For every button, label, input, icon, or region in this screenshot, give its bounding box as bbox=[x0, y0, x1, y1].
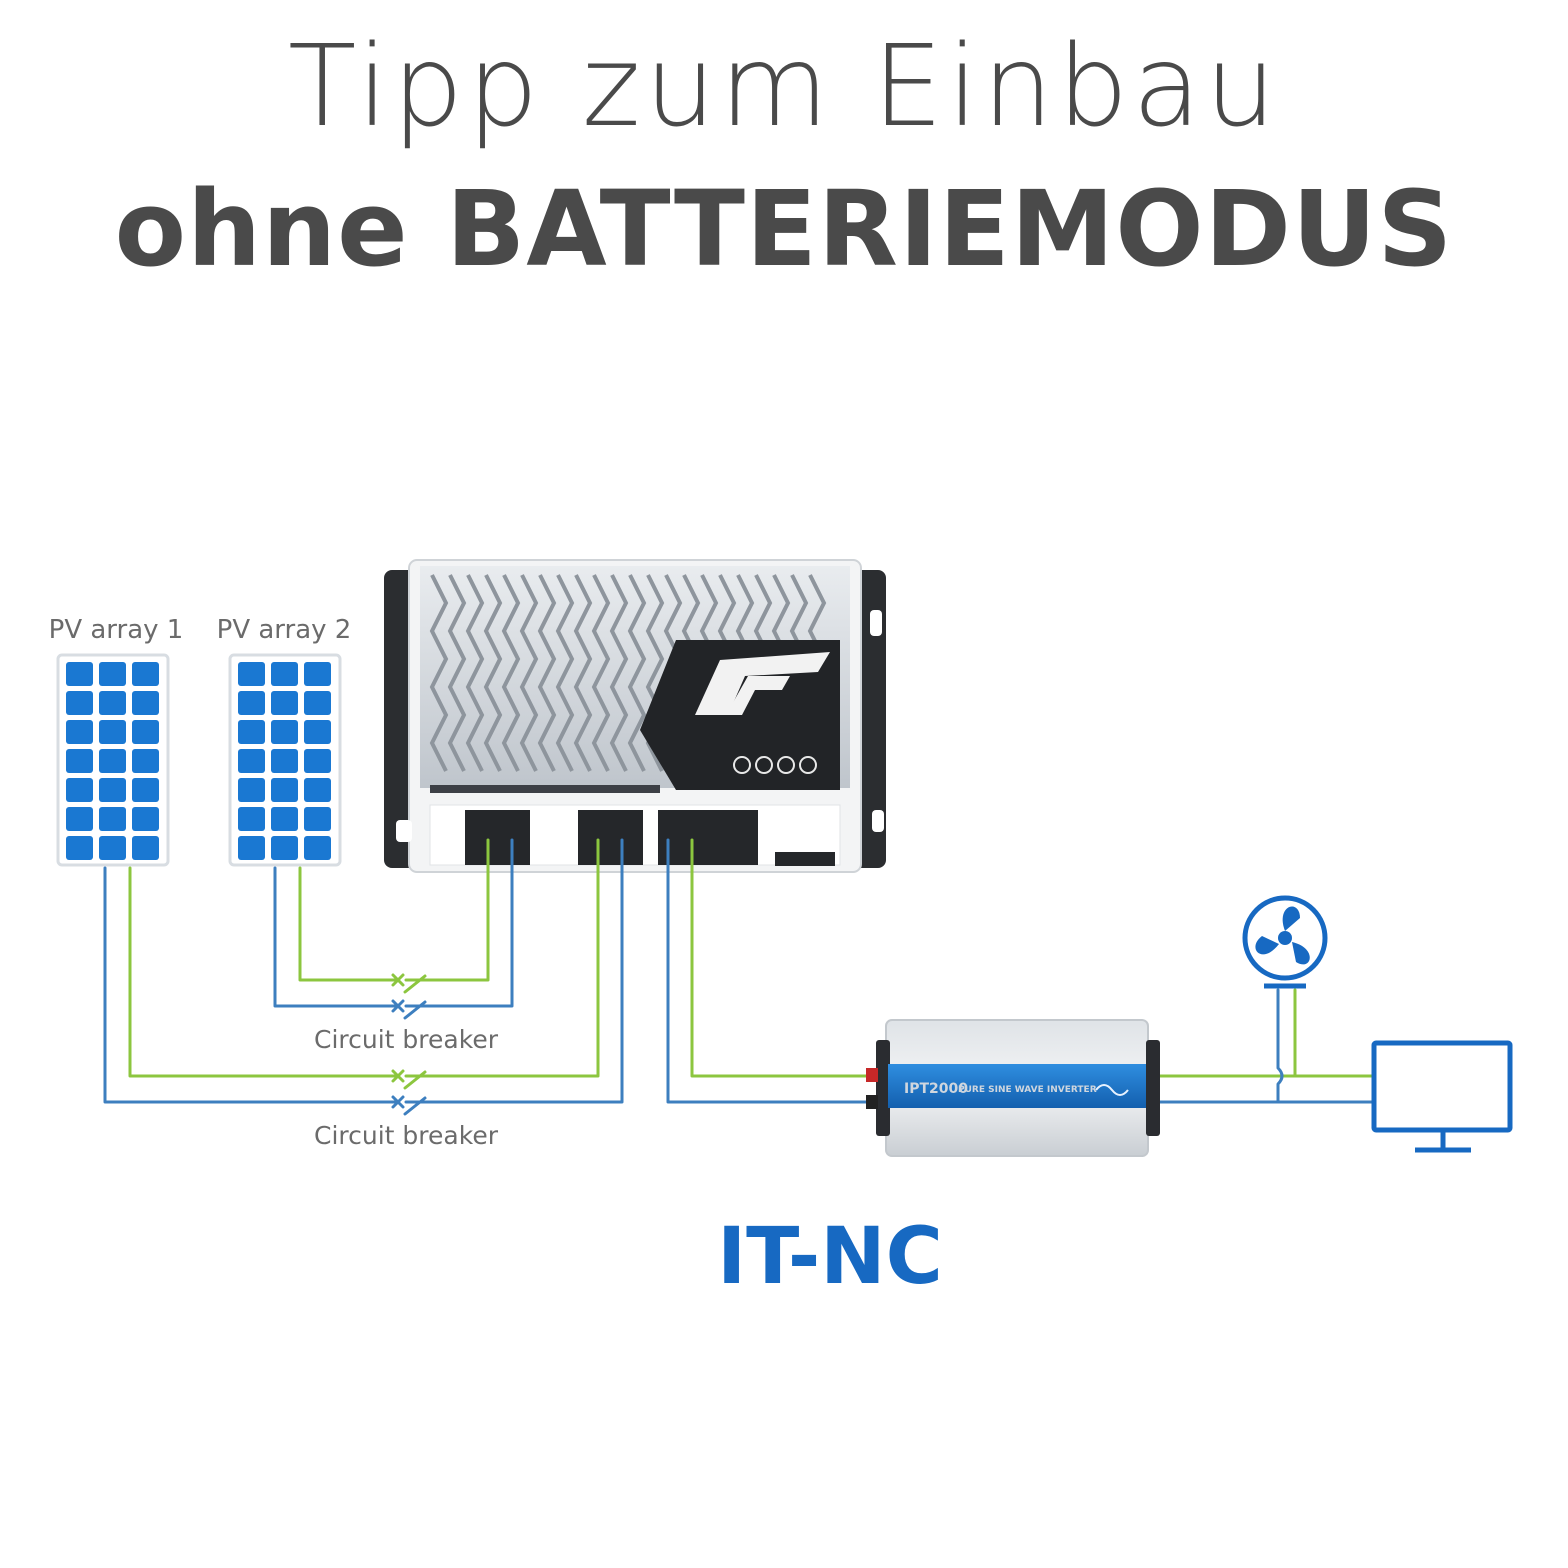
pv-cell bbox=[304, 691, 331, 715]
pv-cell bbox=[238, 749, 265, 773]
mode-label: IT-NC bbox=[717, 1212, 943, 1302]
pv-cell bbox=[238, 662, 265, 686]
title-line-2: ohne BATTERIEMODUS bbox=[0, 168, 1568, 290]
pv-cell bbox=[132, 749, 159, 773]
heatsink-fin bbox=[627, 574, 647, 772]
heatsink-fin bbox=[429, 574, 449, 772]
pv-cell bbox=[238, 778, 265, 802]
heatsink-fin bbox=[537, 574, 557, 772]
monitor-icon bbox=[1371, 1040, 1513, 1153]
pv-cell bbox=[271, 807, 298, 831]
pv-cell bbox=[271, 662, 298, 686]
heatsink-fin bbox=[465, 574, 485, 772]
circuit-breaker-1 bbox=[391, 973, 427, 1020]
pv-cell bbox=[99, 807, 126, 831]
mppt-charge-controller bbox=[384, 559, 886, 873]
circuit-breaker-1-label: Circuit breaker bbox=[314, 1025, 499, 1054]
pv-cell bbox=[66, 691, 93, 715]
pv-cell bbox=[238, 807, 265, 831]
inverter-model: IPT2000 bbox=[904, 1081, 968, 1097]
title-line-1: Tipp zum Einbau bbox=[288, 22, 1280, 152]
heatsink-fin bbox=[609, 574, 629, 772]
pv-cell bbox=[271, 749, 298, 773]
pv-cell bbox=[132, 807, 159, 831]
pv-cell bbox=[271, 836, 298, 860]
controller-buttons bbox=[733, 756, 817, 774]
pv-cell bbox=[304, 720, 331, 744]
pv-cell bbox=[66, 778, 93, 802]
pv-cell bbox=[238, 691, 265, 715]
pv-array-1-label: PV array 1 bbox=[49, 615, 184, 645]
pv-cell bbox=[132, 691, 159, 715]
title-prefix: ohne bbox=[114, 168, 409, 290]
circuit-breaker-2 bbox=[391, 1069, 427, 1116]
heatsink-fin bbox=[483, 574, 503, 772]
pv-cell bbox=[66, 807, 93, 831]
pv-cell bbox=[99, 720, 126, 744]
fan-icon bbox=[1242, 895, 1328, 989]
pv-cell bbox=[66, 836, 93, 860]
pv-cell bbox=[238, 720, 265, 744]
pv-panel-1 bbox=[56, 653, 170, 867]
heatsink-fin bbox=[519, 574, 539, 772]
pv-cell bbox=[66, 749, 93, 773]
title-emphasis: BATTERIEMODUS bbox=[445, 168, 1454, 290]
circuit-breaker-2-label: Circuit breaker bbox=[314, 1121, 499, 1150]
pv-cell bbox=[271, 778, 298, 802]
pv-array-2-label: PV array 2 bbox=[217, 615, 352, 645]
pv-cell bbox=[304, 778, 331, 802]
pv-cell bbox=[99, 836, 126, 860]
heatsink-fin bbox=[555, 574, 575, 772]
pv-cell bbox=[99, 778, 126, 802]
pv-cell bbox=[66, 720, 93, 744]
pv-cell bbox=[304, 807, 331, 831]
pv-cell bbox=[304, 749, 331, 773]
pv-cell bbox=[238, 836, 265, 860]
pv-cell bbox=[271, 691, 298, 715]
pv-cell bbox=[304, 836, 331, 860]
pv-cell bbox=[271, 720, 298, 744]
positive-wires bbox=[128, 838, 1374, 1078]
pv-cell bbox=[99, 691, 126, 715]
negative-wires bbox=[103, 838, 1374, 1104]
inverter: IPT2000 PURE SINE WAVE INVERTER bbox=[866, 1019, 1160, 1157]
pv-cell bbox=[99, 662, 126, 686]
pv-cell bbox=[66, 662, 93, 686]
heatsink-fin bbox=[447, 574, 467, 772]
pv-cell bbox=[99, 749, 126, 773]
pv-cell bbox=[132, 778, 159, 802]
inverter-caption: PURE SINE WAVE INVERTER bbox=[958, 1085, 1097, 1095]
heatsink-fin bbox=[573, 574, 593, 772]
pv-cell bbox=[132, 720, 159, 744]
pv-cell bbox=[132, 662, 159, 686]
pv-cell bbox=[304, 662, 331, 686]
pv-panel-2 bbox=[228, 653, 342, 867]
heatsink-fin bbox=[591, 574, 611, 772]
heatsink-fin bbox=[501, 574, 521, 772]
pv-cell bbox=[132, 836, 159, 860]
